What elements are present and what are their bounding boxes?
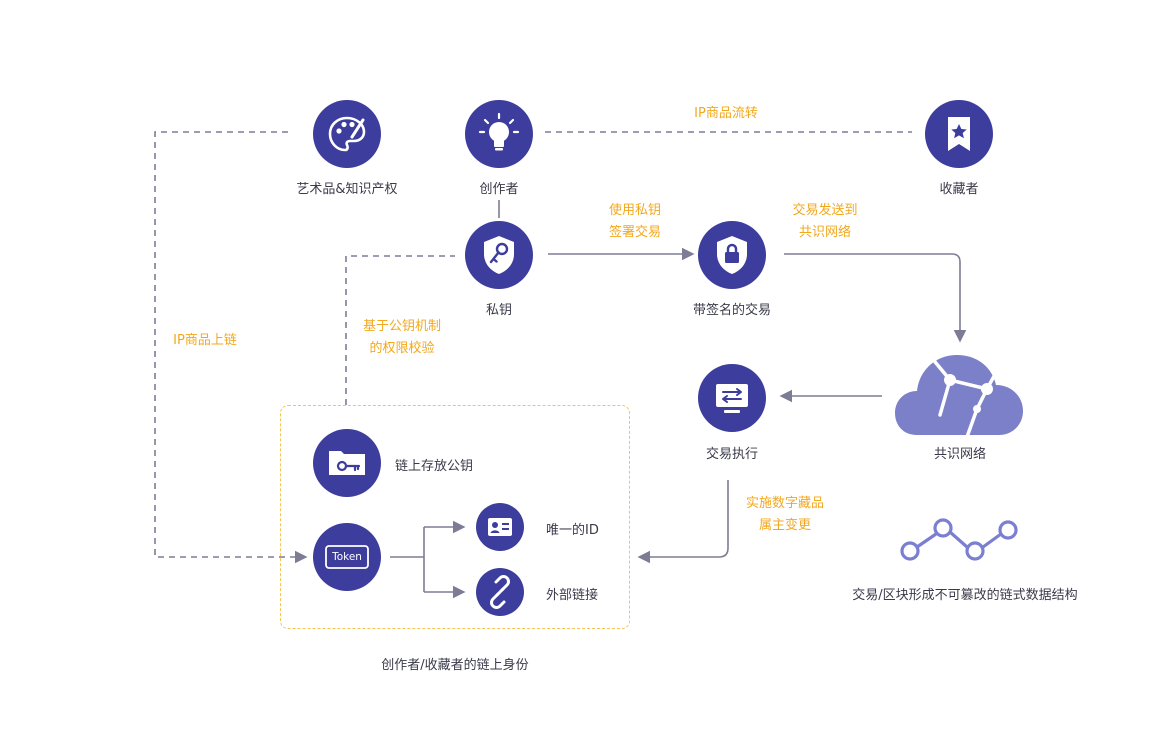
annotation-ip-transfer: IP商品流转 xyxy=(694,106,758,121)
monitor-exchange-icon xyxy=(716,384,748,413)
creator-node xyxy=(465,100,533,168)
annotation-send-line2: 共识网络 xyxy=(798,225,851,240)
shield-key-icon xyxy=(484,236,514,274)
annotation-send: 交易发送到 共识网络 xyxy=(780,200,870,244)
artwork-label: 艺术品&知识产权 xyxy=(296,182,398,197)
id-card-icon xyxy=(488,518,512,536)
unique-id-label: 唯一的ID xyxy=(546,523,599,538)
annotation-owner-line2: 属主变更 xyxy=(758,518,811,533)
annotation-permission: 基于公钥机制 的权限校验 xyxy=(352,316,452,360)
artwork-node xyxy=(313,100,381,168)
connector-permission xyxy=(345,255,455,405)
connector-send xyxy=(784,253,967,343)
palette-icon xyxy=(328,116,366,152)
shield-lock-icon xyxy=(717,236,747,274)
pubkey-label: 链上存放公钥 xyxy=(395,459,474,474)
cloud-network-icon xyxy=(895,355,1023,439)
tx-exec-label: 交易执行 xyxy=(705,447,758,462)
annotation-owner-change: 实施数字藏品 属主变更 xyxy=(735,493,835,537)
identity-caption: 创作者/收藏者的链上身份 xyxy=(381,658,529,673)
signed-tx-node xyxy=(698,221,766,289)
link-icon xyxy=(490,575,510,609)
annotation-permission-line1: 基于公钥机制 xyxy=(362,319,441,334)
chain-caption: 交易/区块形成不可篡改的链式数据结构 xyxy=(852,588,1078,603)
private-key-node xyxy=(465,221,533,289)
connector-token-branch xyxy=(390,527,425,592)
tx-exec-node xyxy=(698,364,766,432)
annotation-owner-line1: 实施数字藏品 xyxy=(745,496,824,511)
collector-node xyxy=(925,100,993,168)
external-link-label: 外部链接 xyxy=(546,588,599,603)
private-key-label: 私钥 xyxy=(485,303,512,318)
pubkey-node xyxy=(313,429,381,497)
annotation-send-line1: 交易发送到 xyxy=(792,203,858,218)
connector-owner-change xyxy=(637,480,729,564)
collector-label: 收藏者 xyxy=(939,182,979,197)
lightbulb-icon xyxy=(478,112,520,151)
annotation-ip-onchain: IP商品上链 xyxy=(173,333,237,348)
annotation-sign: 使用私钥 签署交易 xyxy=(590,200,680,244)
annotation-sign-line2: 签署交易 xyxy=(608,225,661,240)
unique-id-node xyxy=(476,503,524,551)
external-link-node xyxy=(476,568,524,616)
annotation-sign-line1: 使用私钥 xyxy=(608,203,661,218)
token-text: Token xyxy=(332,551,362,563)
consensus-label: 共识网络 xyxy=(933,447,986,462)
token-icon xyxy=(325,545,369,569)
annotation-permission-line2: 的权限校验 xyxy=(369,341,435,356)
identity-box xyxy=(280,405,630,629)
connector-ip-onchain xyxy=(154,131,308,564)
creator-label: 创作者 xyxy=(479,182,519,197)
token-node: Token xyxy=(313,523,381,591)
bookmark-star-icon xyxy=(948,117,970,151)
folder-key-icon xyxy=(329,451,365,475)
signed-tx-label: 带签名的交易 xyxy=(692,303,771,318)
chain-icon xyxy=(900,518,1018,561)
